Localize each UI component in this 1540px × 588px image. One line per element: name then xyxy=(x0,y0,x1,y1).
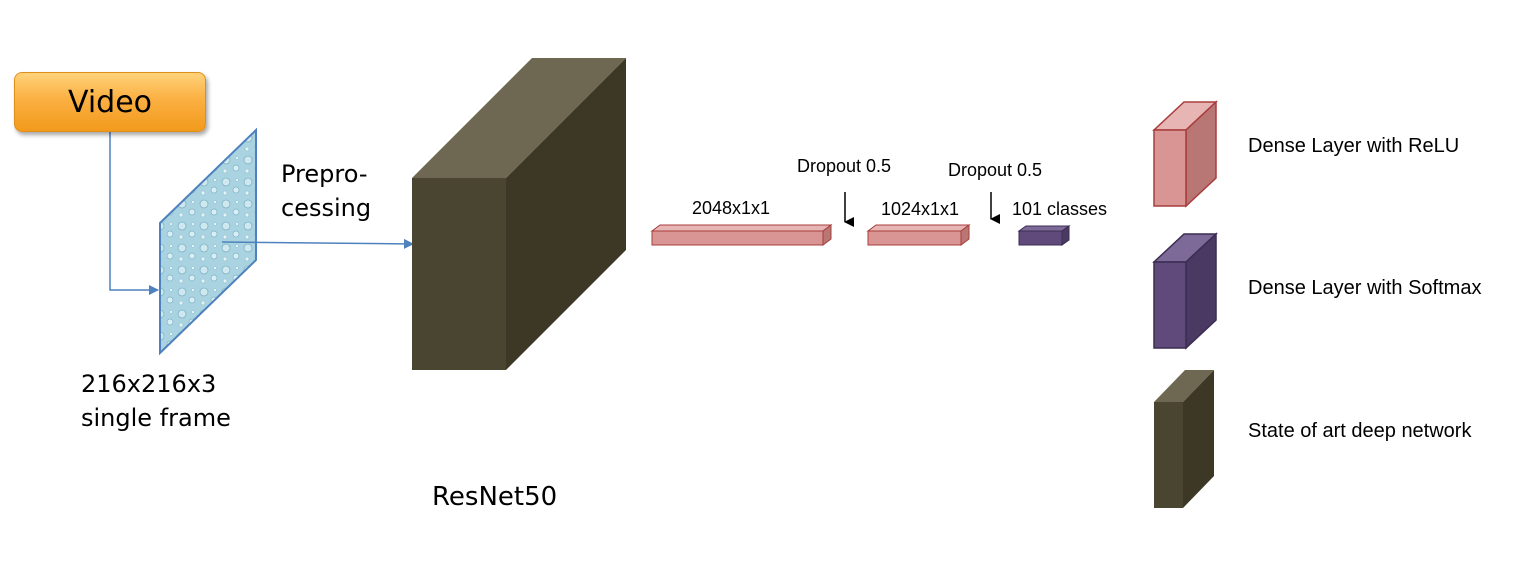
resnet50-block xyxy=(412,58,626,370)
softmax-cube-icon xyxy=(1152,232,1218,350)
relu-cube-icon xyxy=(1152,100,1218,208)
legend-softmax-label: Dense Layer with Softmax xyxy=(1248,277,1482,299)
input-frame-image xyxy=(159,127,257,356)
preprocessing-label-line2: cessing xyxy=(281,194,372,222)
softmax-layer-bar xyxy=(1017,225,1071,246)
deep-network-cube-icon xyxy=(1154,370,1214,508)
frame-size-label: 216x216x3 xyxy=(81,370,217,398)
dropout-label-2: Dropout 0.5 xyxy=(948,160,1043,180)
video-button-label: Video xyxy=(67,84,153,120)
dense-layer-2048-label: 2048x1x1 xyxy=(692,198,771,218)
dense-layer-1024-bar xyxy=(866,224,971,246)
preprocessing-arrow xyxy=(221,238,414,249)
dropout-label-1: Dropout 0.5 xyxy=(797,156,892,176)
legend-deep-network-label: State of art deep network xyxy=(1248,420,1472,442)
softmax-layer-label: 101 classes xyxy=(1012,199,1108,219)
preprocessing-label-line1: Prepro- xyxy=(281,160,368,188)
video-button[interactable]: Video xyxy=(14,72,206,132)
legend-relu-label: Dense Layer with ReLU xyxy=(1248,135,1460,157)
video-to-frame-arrow xyxy=(109,130,159,295)
dense-layer-1024-label: 1024x1x1 xyxy=(881,199,960,219)
resnet50-label: ResNet50 xyxy=(432,482,558,512)
dense-layer-2048-bar xyxy=(650,224,833,246)
frame-caption-label: single frame xyxy=(81,404,231,432)
